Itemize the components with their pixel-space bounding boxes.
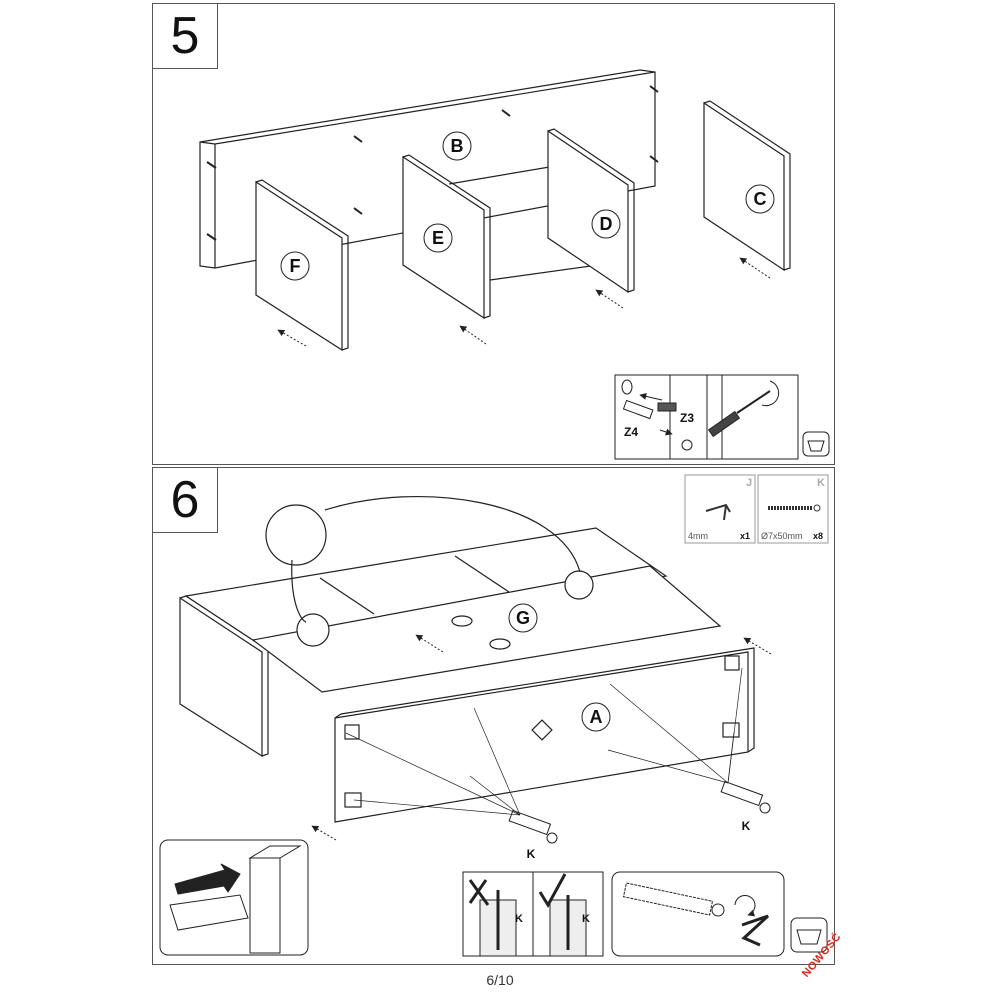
two-person-icon: [802, 431, 830, 457]
label-e: E: [432, 228, 444, 248]
fastener-detail: [614, 374, 799, 460]
panel-c: [703, 101, 785, 272]
part-k-box: [757, 474, 829, 544]
insert-arrows: [277, 257, 771, 347]
screw-key-detail: [611, 871, 785, 957]
part-j-qty: x1: [740, 531, 750, 541]
panel-g: [251, 565, 722, 693]
insert-detail: [159, 839, 309, 956]
label-k: K: [515, 913, 523, 925]
page-number: 6/10: [486, 972, 514, 988]
step-5-panel: [152, 3, 835, 465]
step-6-panel: [152, 467, 835, 965]
part-j-letter: J: [746, 477, 752, 489]
two-person-icon: [790, 917, 828, 953]
step-number: 5: [152, 3, 218, 69]
label-a: A: [590, 707, 603, 727]
label-k: K: [742, 819, 751, 833]
label-z4: Z4: [624, 425, 638, 439]
label-z3: Z3: [680, 411, 694, 425]
label-f: F: [290, 256, 301, 276]
label-d: D: [600, 214, 613, 234]
part-k-qty: x8: [813, 531, 823, 541]
part-k-size: Ø7x50mm: [761, 531, 803, 541]
label-k: K: [582, 913, 590, 925]
part-k-letter: K: [817, 477, 825, 489]
label-k: K: [527, 847, 536, 861]
step6-drawing: [179, 496, 755, 823]
label-c: C: [754, 189, 767, 209]
part-j-box: [684, 474, 756, 544]
depth-check-detail: K K: [462, 871, 604, 957]
label-g: G: [516, 608, 530, 628]
step5-labels: B C D E F: [280, 131, 775, 281]
part-j-size: 4mm: [688, 531, 708, 541]
step5-drawing: [199, 69, 791, 352]
label-b: B: [451, 136, 464, 156]
step6-arrows: [311, 634, 772, 841]
step-number: 6: [152, 467, 218, 533]
panel-b: [199, 69, 656, 269]
screws: [345, 667, 771, 844]
